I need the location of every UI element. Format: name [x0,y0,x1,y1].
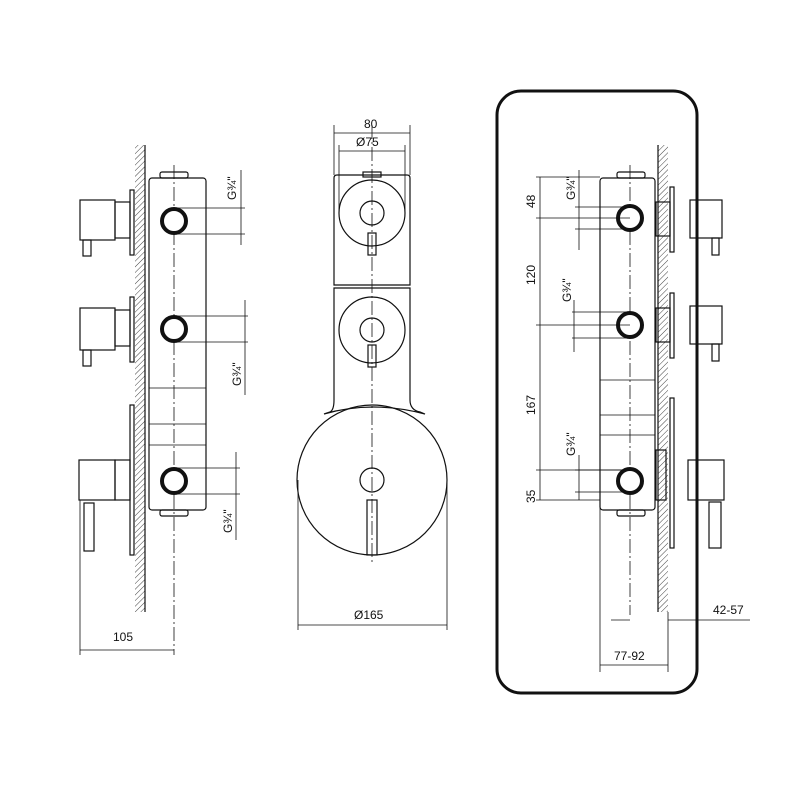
handle-middle [79,296,135,367]
port-top [160,207,188,235]
thread-label: G¾" [230,362,244,386]
handle-bottom-lever [78,404,135,556]
port-bottom [160,467,188,495]
thread-label: G¾" [564,176,578,200]
thread-label: G¾" [560,278,574,302]
wall-range-dimension: 42-57 [713,603,744,617]
upper-plate [333,174,411,286]
handle-top [655,186,723,256]
spacing-dimension: 120 [524,265,538,285]
depth-dimension: 105 [113,630,133,644]
depth-range-dimension: 77-92 [614,649,645,663]
port-middle [160,315,188,343]
right-side-view: G¾" G¾" G¾" 48 120 167 35 42-57 77-92 [495,89,750,695]
wall-hatching [135,145,145,612]
left-side-view: G¾" G¾" G¾" 105 [78,145,248,655]
front-view: 80 Ø75 Ø165 [296,117,448,630]
spacing-dimension: 167 [524,395,538,415]
thread-label: G¾" [564,432,578,456]
spacing-dimension: 48 [524,194,538,208]
handle-top [79,189,135,257]
highlight-frame [495,89,699,695]
thread-label: G¾" [225,176,239,200]
handle-middle [655,292,723,362]
round-plate-diameter-dimension: Ø165 [354,608,384,622]
plate-diameter-dimension: Ø75 [356,135,379,149]
thread-label: G¾" [221,509,235,533]
spacing-dimension: 35 [524,489,538,503]
middle-plate [323,287,426,415]
wall-hatching [658,145,668,612]
port-bottom [616,467,644,495]
handle-bottom-lever [655,397,725,549]
width-dimension: 80 [364,117,378,131]
